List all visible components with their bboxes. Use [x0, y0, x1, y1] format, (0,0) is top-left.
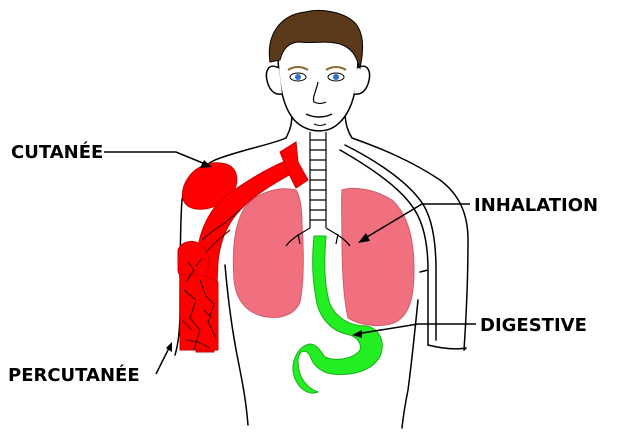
- left-lung: [233, 189, 303, 318]
- arrowhead-percutanee: [166, 342, 172, 352]
- right-lung: [342, 188, 414, 325]
- right-hand-outline: [420, 270, 466, 350]
- forearm-patch: [180, 274, 218, 350]
- torso-right-outline: [402, 300, 418, 428]
- label-inhalation: INHALATION: [474, 195, 598, 216]
- label-percutanee: PERCUTANÉE: [8, 364, 140, 386]
- label-digestive: DIGESTIVE: [480, 315, 587, 336]
- head: [266, 11, 369, 131]
- arrow-cutanee: [104, 152, 210, 166]
- left-iris: [295, 74, 301, 80]
- right-iris: [333, 74, 339, 80]
- label-cutanee: CUTANÉE: [11, 141, 103, 163]
- arrow-percutanee: [156, 346, 170, 374]
